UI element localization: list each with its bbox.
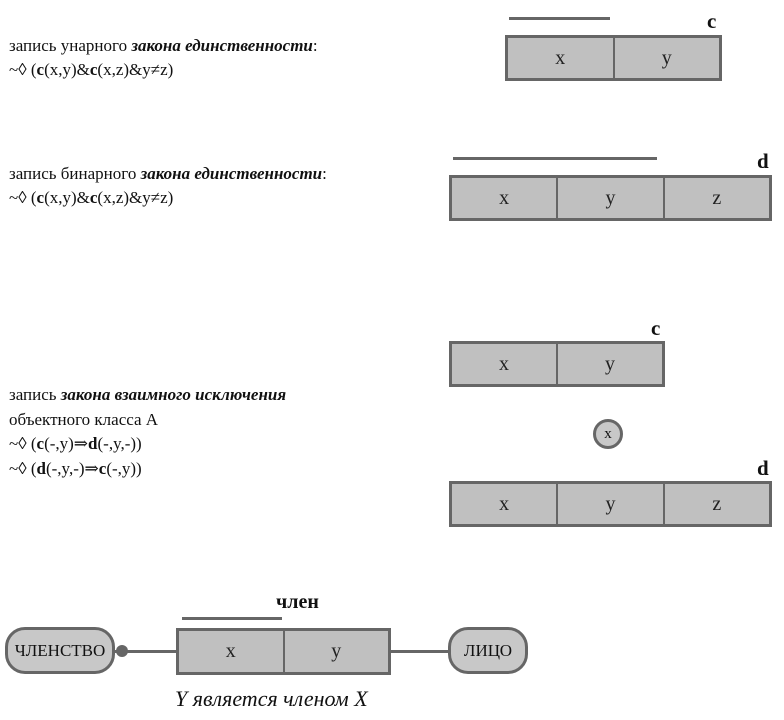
- relation-name: c: [707, 9, 717, 33]
- formula-relation: c: [36, 434, 45, 453]
- formula-relation: d: [36, 459, 46, 478]
- exclusion-formula-2: ~◊ (d(-,y,-)⇒c(-,y)): [9, 457, 142, 481]
- key-bar: [509, 17, 610, 20]
- formula-relation: c: [36, 188, 45, 207]
- relation-cell: y: [556, 484, 662, 524]
- entity-person: ЛИЦО: [448, 627, 528, 674]
- relation-name: c: [651, 316, 661, 340]
- binary-law-term: закона единственности: [140, 164, 323, 183]
- formula-part: ~◊ (: [9, 60, 37, 79]
- formula-relation: c: [36, 60, 45, 79]
- binary-law-prefix: запись бинарного: [9, 164, 141, 183]
- relation-cell: z: [662, 484, 769, 524]
- unary-law-term: закона единственности: [131, 36, 313, 55]
- entity-membership: ЧЛЕНСТВО: [5, 627, 115, 674]
- unary-law-prefix: запись унарного: [9, 36, 132, 55]
- formula-relation: c: [89, 188, 98, 207]
- exclusion-law-term: закона взаимного исключения: [60, 385, 287, 404]
- relation-cell: x: [499, 492, 510, 515]
- connector-line-right: [390, 650, 450, 653]
- relation-d-box: x y z: [449, 175, 772, 221]
- diagram-caption: Y является членом X: [175, 686, 368, 711]
- relation-cell: y: [612, 38, 720, 78]
- exclusion-law-heading: запись закона взаимного исключения: [9, 383, 286, 407]
- relation-name: d: [757, 149, 769, 173]
- formula-part: ~◊ (: [9, 459, 37, 478]
- relation-member-box: x y: [176, 628, 391, 675]
- relation-c-box: x y: [449, 341, 665, 387]
- unary-law-formula: ~◊ (c(x,y)&c(x,z)&y≠z): [9, 58, 173, 82]
- connector-dot: [116, 645, 128, 657]
- relation-cell: x: [225, 640, 236, 662]
- relation-cell: x: [499, 352, 509, 375]
- formula-part: (x,z)&y≠z): [97, 60, 174, 79]
- relation-cell: y: [282, 631, 389, 672]
- relation-d-box: x y z: [449, 481, 772, 527]
- binary-law-heading: запись бинарного закона единственности:: [9, 162, 327, 186]
- exclusion-law-class: объектного класса A: [9, 410, 159, 429]
- exclusion-marker: x: [593, 419, 623, 449]
- exclusion-formula-1: ~◊ (c(-,y)⇒d(-,y,-)): [9, 432, 142, 456]
- relation-cell: y: [556, 344, 662, 384]
- relation-cell: y: [556, 178, 662, 218]
- unary-law-heading: запись унарного закона единственности:: [9, 34, 318, 58]
- connector-line-left: [114, 650, 178, 653]
- formula-relation: c: [89, 60, 98, 79]
- relation-cell: x: [555, 46, 566, 69]
- formula-part: ~◊ (: [9, 434, 37, 453]
- formula-part: (-,y)⇒: [44, 434, 89, 453]
- relation-name: d: [757, 456, 769, 480]
- relation-cell: z: [662, 178, 769, 218]
- formula-part: (x,y)&: [44, 188, 90, 207]
- binary-law-formula: ~◊ (c(x,y)&c(x,z)&y≠z): [9, 186, 173, 210]
- binary-law-suffix: :: [322, 164, 327, 183]
- relation-cell: x: [499, 186, 510, 209]
- formula-relation: c: [98, 459, 107, 478]
- unary-law-suffix: :: [312, 36, 318, 55]
- exclusion-law-prefix: запись: [9, 385, 61, 404]
- relation-name: член: [276, 591, 319, 613]
- formula-part: (-,y,-)): [97, 434, 142, 453]
- formula-part: (-,y,-)⇒: [45, 459, 99, 478]
- formula-part: (-,y)): [106, 459, 142, 478]
- formula-part: (x,z)&y≠z): [97, 188, 174, 207]
- relation-c-box: x y: [505, 35, 722, 81]
- key-bar: [182, 617, 282, 620]
- key-bar: [453, 157, 657, 160]
- formula-part: (x,y)&: [44, 60, 90, 79]
- formula-part: ~◊ (: [9, 188, 37, 207]
- formula-relation: d: [88, 434, 98, 453]
